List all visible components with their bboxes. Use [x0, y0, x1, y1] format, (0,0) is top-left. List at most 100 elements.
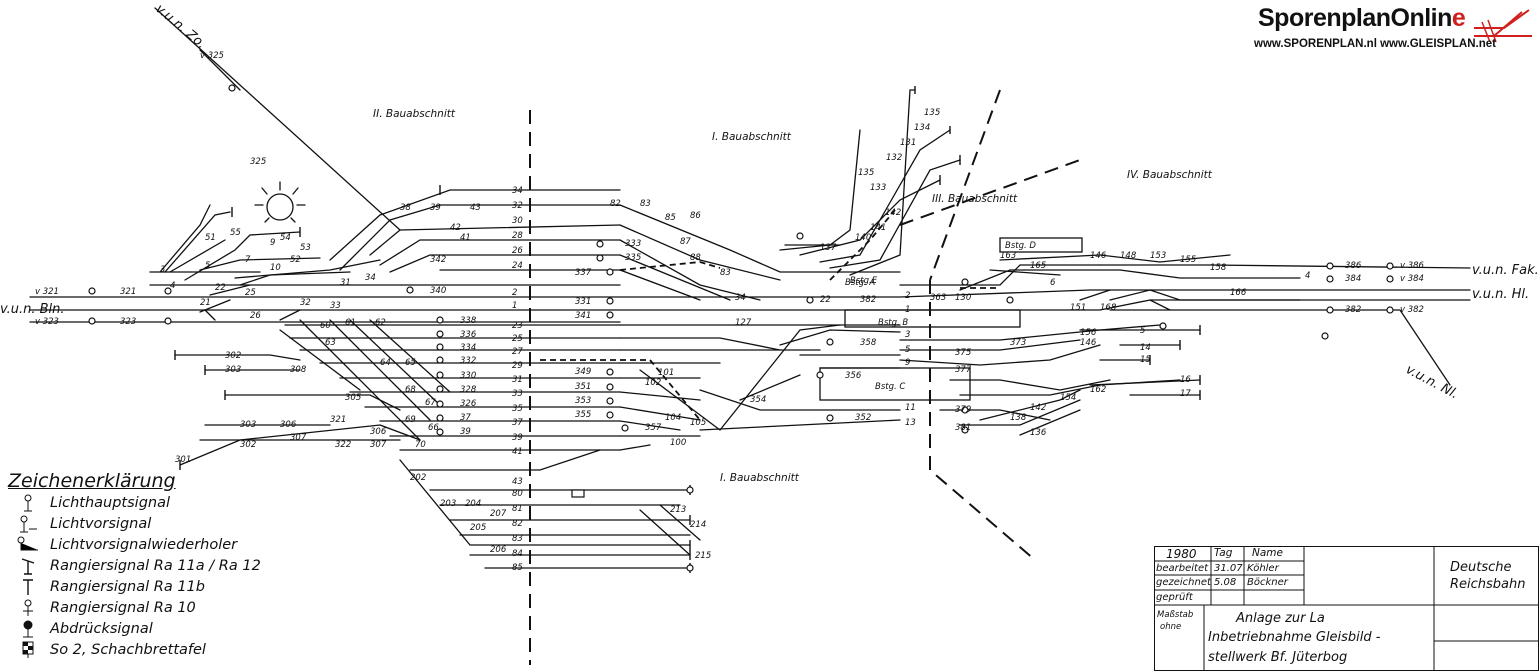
svg-text:27: 27 [512, 347, 523, 357]
svg-text:4: 4 [170, 281, 175, 291]
rangiersignal-ra11b-icon [6, 578, 50, 596]
direction-label-zo: v.u.n. Zo. [152, 2, 208, 52]
svg-text:307: 307 [290, 433, 307, 443]
scale-value: ohne [1160, 622, 1182, 632]
svg-text:165: 165 [1030, 261, 1046, 271]
svg-text:25: 25 [245, 288, 256, 298]
svg-text:v 325: v 325 [200, 51, 224, 61]
svg-text:39: 39 [430, 203, 441, 213]
svg-text:55: 55 [230, 228, 241, 238]
logo-subtitle: www.SPORENPLAN.nl www.GLEISPLAN.net [1254, 38, 1496, 50]
svg-text:213: 213 [670, 505, 686, 515]
svg-text:Bstg. C: Bstg. C [875, 382, 905, 392]
svg-text:146: 146 [1080, 338, 1097, 348]
legend-item: Lichtvorsignal [6, 513, 336, 534]
svg-text:84: 84 [512, 549, 523, 559]
svg-text:355: 355 [575, 410, 591, 420]
title-block-year: 1980 [1166, 547, 1197, 561]
section-label-ii: II. Bauabschnitt [373, 108, 456, 120]
lichthauptsignal-icon [6, 494, 50, 512]
svg-text:305: 305 [345, 393, 361, 403]
svg-text:382: 382 [860, 295, 876, 305]
svg-text:168: 168 [1100, 303, 1117, 313]
svg-text:30: 30 [512, 216, 523, 226]
svg-text:133: 133 [870, 183, 886, 193]
svg-text:69: 69 [405, 415, 416, 425]
svg-text:321: 321 [120, 287, 136, 297]
svg-text:1: 1 [905, 305, 910, 315]
svg-text:85: 85 [512, 563, 523, 573]
svg-text:21: 21 [200, 298, 211, 308]
svg-text:11: 11 [905, 403, 916, 413]
svg-text:334: 334 [460, 343, 476, 353]
svg-text:354: 354 [750, 395, 766, 405]
svg-text:151: 151 [1070, 303, 1086, 313]
svg-text:26: 26 [512, 246, 523, 256]
svg-text:156: 156 [1080, 328, 1097, 338]
title-block-role: geprüft [1156, 592, 1193, 603]
svg-text:333: 333 [625, 239, 641, 249]
svg-text:81: 81 [512, 504, 523, 514]
svg-text:202: 202 [410, 473, 426, 483]
svg-text:Bstg. D: Bstg. D [1005, 241, 1036, 251]
svg-text:373: 373 [1010, 338, 1026, 348]
svg-text:379: 379 [955, 405, 971, 415]
description-line-3: stellwerk Bf. Jüterbog [1208, 650, 1348, 665]
svg-text:162: 162 [1090, 385, 1106, 395]
description-line-2: Inbetriebnahme Gleisbild - [1208, 630, 1381, 645]
svg-text:166: 166 [1230, 288, 1247, 298]
svg-text:32: 32 [300, 298, 311, 308]
svg-text:136: 136 [1030, 428, 1047, 438]
svg-text:206: 206 [490, 545, 507, 555]
svg-text:131: 131 [900, 138, 916, 148]
company-line-2: Reichsbahn [1450, 577, 1526, 592]
svg-text:34: 34 [512, 186, 523, 196]
rail-switch-logo-icon [1474, 9, 1532, 43]
svg-text:Bstg. A: Bstg. A [845, 278, 875, 288]
company-line-1: Deutsche [1450, 560, 1512, 575]
svg-text:6: 6 [1050, 278, 1056, 288]
svg-text:148: 148 [1120, 251, 1137, 261]
title-block-col-tag: Tag [1214, 547, 1233, 559]
svg-text:v 321: v 321 [35, 287, 59, 297]
track-zo [154, 7, 401, 231]
svg-text:302: 302 [240, 440, 256, 450]
svg-text:9: 9 [905, 358, 910, 368]
section-label-i-top: I. Bauabschnitt [712, 131, 792, 143]
svg-text:14: 14 [1140, 343, 1151, 353]
svg-text:39: 39 [512, 433, 523, 443]
svg-text:85: 85 [665, 213, 676, 223]
svg-text:357: 357 [645, 423, 662, 433]
svg-text:303: 303 [240, 420, 256, 430]
scale-label: Maßstab [1157, 610, 1194, 620]
svg-text:155: 155 [1180, 255, 1196, 265]
svg-text:141: 141 [870, 223, 886, 233]
svg-text:9: 9 [270, 238, 275, 248]
svg-text:32: 32 [512, 201, 523, 211]
svg-text:83: 83 [640, 199, 651, 209]
lichtvorsignal-icon [6, 515, 50, 533]
title-block-name: Köhler [1247, 563, 1279, 574]
legend-item: Rangiersignal Ra 11b [6, 576, 336, 597]
logo-title: SporenplanOnline [1258, 4, 1466, 32]
svg-text:341: 341 [575, 311, 591, 321]
direction-label-fak: v.u.n. Fak. [1472, 263, 1539, 278]
svg-text:301: 301 [175, 455, 191, 465]
svg-text:26: 26 [250, 311, 261, 321]
section-label-iii: III. Bauabschnitt [932, 193, 1018, 205]
rangiersignal-ra11a-icon [6, 557, 50, 575]
legend: Zeichenerklärung Lichthauptsignal Lichtv… [6, 470, 336, 660]
svg-text:51: 51 [205, 233, 216, 243]
svg-text:60: 60 [320, 321, 331, 331]
svg-text:105: 105 [690, 418, 706, 428]
svg-text:381: 381 [955, 423, 971, 433]
svg-text:1: 1 [512, 301, 517, 311]
svg-text:25: 25 [512, 334, 523, 344]
svg-text:377: 377 [955, 365, 972, 375]
svg-text:163: 163 [1000, 251, 1016, 261]
section-label-iv: IV. Bauabschnitt [1127, 169, 1213, 181]
direction-label-nl: v.u.n. Nl. [1403, 362, 1460, 402]
svg-text:203: 203 [440, 499, 456, 509]
svg-text:70: 70 [415, 440, 426, 450]
svg-text:64: 64 [380, 358, 391, 368]
